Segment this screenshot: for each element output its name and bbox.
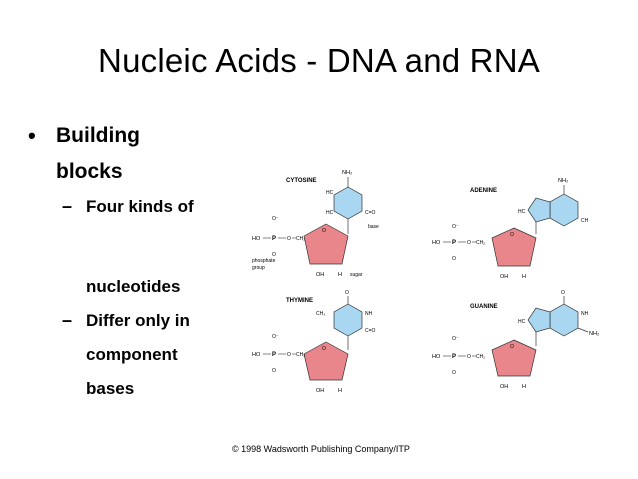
thymine-sugar-o: O (322, 346, 326, 352)
sub-bullet-dash: – (62, 196, 73, 216)
guanine-p: P (452, 354, 456, 360)
adenine-h: H (522, 274, 526, 280)
nucleotide-structures-figure: CYTOSINE NH₂ HC HC C=O base O OH H sugar… (252, 170, 599, 394)
guanine-five-ring (527, 307, 551, 333)
thymine-co: C=O (365, 328, 376, 334)
bullet-text-line1: Building (56, 124, 140, 147)
cytosine-label: CYTOSINE (286, 178, 317, 184)
cytosine-sugar-o: O (322, 228, 326, 234)
bullet-item-building-blocks: • Building blocks (28, 118, 228, 190)
guanine-o-link: O (467, 354, 471, 360)
sub-bullet-dash: – (62, 310, 73, 330)
guanine-hc: HC (518, 319, 526, 325)
guanine-sugar-ring (491, 339, 537, 377)
sub-bullet-text-line2: nucleotides (86, 277, 181, 296)
cytosine-oh: OH (316, 272, 324, 278)
thymine-oh: OH (316, 388, 324, 394)
adenine-nucleotide: ADENINE NH₂ HC CH O HO P O⁻ O O CH₂ OH H (432, 178, 589, 280)
sub-bullet-gap (86, 224, 228, 270)
guanine-label: GUANINE (470, 304, 498, 310)
cytosine-h: H (338, 272, 342, 278)
adenine-label: ADENINE (470, 188, 497, 194)
cytosine-base-ring (333, 186, 363, 220)
guanine-six-ring (549, 303, 579, 337)
adenine-ho: HO (432, 240, 441, 246)
cytosine-o-link: O (287, 236, 291, 242)
guanine-h: H (522, 384, 526, 390)
cytosine-ho: HO (252, 236, 261, 242)
guanine-o-minus: O⁻ (452, 336, 459, 342)
adenine-five-ring (527, 197, 551, 223)
thymine-nucleotide: THYMINE O CH₃ NH C=O O HO P O⁻ O O CH₂ O… (252, 290, 376, 394)
thymine-ho: HO (252, 352, 261, 358)
phosphate-label-1: phosphate (252, 258, 276, 264)
thymine-h: H (338, 388, 342, 394)
cytosine-o-minus: O⁻ (272, 216, 279, 222)
guanine-o-bottom: O (452, 370, 456, 376)
cytosine-hc: HC (326, 190, 334, 196)
cytosine-hc2: HC (326, 210, 334, 216)
sub-bullet-text-line3: bases (86, 379, 135, 398)
sugar-label: sugar (350, 272, 363, 278)
adenine-sugar-ring (491, 227, 537, 267)
guanine-nh2: NH₂ (589, 331, 599, 337)
sub-bullet-text-line1: Differ only in (86, 311, 190, 330)
sub-bullet-text-line2: component (86, 345, 178, 364)
guanine-o-top: O (561, 290, 565, 296)
thymine-o-minus: O⁻ (272, 334, 279, 340)
guanine-nh: NH (581, 311, 589, 317)
guanine-sugar-o: O (510, 344, 514, 350)
bullet-marker: • (28, 123, 36, 148)
guanine-nh2-bond (577, 327, 589, 333)
sub-bullet-four-kinds: – Four kinds of nucleotides (28, 190, 228, 304)
adenine-ch2: CH₂ (476, 240, 485, 246)
slide-title: Nucleic Acids - DNA and RNA (98, 42, 540, 79)
adenine-nh2: NH₂ (558, 178, 568, 184)
sub-bullet-differ-only: – Differ only in component bases (28, 304, 228, 406)
adenine-six-ring (549, 193, 579, 227)
cytosine-ch2: CH₂ (296, 236, 305, 242)
phosphate-label-2: group (252, 265, 265, 271)
adenine-hc: HC (518, 209, 526, 215)
thymine-ch3: CH₃ (316, 311, 325, 317)
guanine-oh: OH (500, 384, 508, 390)
thymine-o-bottom: O (272, 368, 276, 374)
cytosine-nh2: NH₂ (342, 170, 352, 176)
base-label: base (368, 224, 379, 230)
adenine-sugar-o: O (510, 232, 514, 238)
cytosine-o-bottom: O (272, 252, 276, 258)
adenine-o-link: O (467, 240, 471, 246)
bullet-text-line2: blocks (56, 160, 123, 183)
copyright-notice: © 1998 Wadsworth Publishing Company/ITP (232, 444, 410, 454)
adenine-p: P (452, 240, 456, 246)
thymine-ch2: CH₂ (296, 352, 305, 358)
bullet-list: • Building blocks – Four kinds of nucleo… (28, 118, 228, 406)
cytosine-co: C=O (365, 210, 376, 216)
cytosine-nucleotide: CYTOSINE NH₂ HC HC C=O base O OH H sugar… (252, 170, 379, 278)
thymine-o-link: O (287, 352, 291, 358)
thymine-p: P (272, 352, 276, 358)
cytosine-sugar-ring (303, 223, 349, 265)
thymine-nh: NH (365, 311, 373, 317)
adenine-o-bottom: O (452, 256, 456, 262)
guanine-nucleotide: GUANINE O HC NH NH₂ O HO P O⁻ O O CH₂ OH… (432, 290, 599, 390)
sub-bullet-text-line1: Four kinds of (86, 197, 194, 216)
thymine-o-top: O (345, 290, 349, 296)
guanine-ho: HO (432, 354, 441, 360)
adenine-ch: CH (581, 218, 589, 224)
thymine-base-ring (333, 303, 363, 337)
thymine-sugar-ring (303, 341, 349, 381)
cytosine-p: P (272, 236, 276, 242)
adenine-oh: OH (500, 274, 508, 280)
guanine-ch2: CH₂ (476, 354, 485, 360)
thymine-label: THYMINE (286, 298, 313, 304)
adenine-o-minus: O⁻ (452, 224, 459, 230)
